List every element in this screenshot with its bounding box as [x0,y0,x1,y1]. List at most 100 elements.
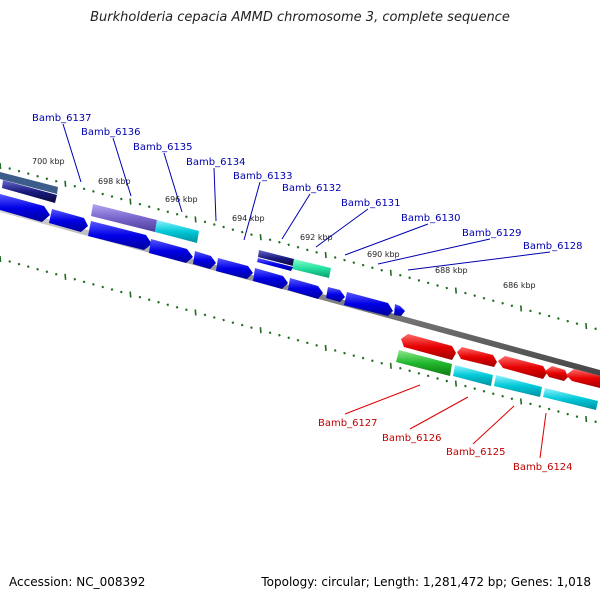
outer-scale-minor-tick [147,205,151,209]
cds-arrow-9[interactable] [326,287,345,302]
inner-scale-minor-tick [222,318,225,322]
gene-label-bamb-6130[interactable]: Bamb_6130 [401,213,461,224]
feature-bamb-6137-navy[interactable] [2,180,57,203]
cds-rev-1[interactable] [401,334,456,360]
outer-scale-major-tick [64,180,67,187]
outer-scale-minor-tick [473,294,477,297]
gene-label-bamb-6125[interactable]: Bamb_6125 [446,447,506,458]
map-title: Burkholderia cepacia AMMD chromosome 3, … [90,10,510,25]
outer-scale-minor-tick [491,299,495,303]
gene-label-bamb-6137[interactable]: Bamb_6137 [32,113,92,124]
outer-scale-minor-tick [8,167,12,170]
kbp-label-694: 694 kbp [232,214,265,223]
cds-arrow-8[interactable] [288,278,323,299]
gene-label-bamb-6127[interactable]: Bamb_6127 [318,418,378,429]
inner-scale-minor-tick [119,290,123,294]
feature-bamb-6126-cyan[interactable] [453,365,493,386]
cds-arrow-4[interactable] [149,239,193,263]
outer-scale-minor-tick [361,263,365,267]
inner-scale-minor-tick [305,341,309,345]
inner-scale-minor-tick [54,272,58,276]
accession-text: Accession: NC_008392 [9,575,146,589]
inner-scale-minor-tick [566,412,570,416]
outer-scale-minor-tick [157,207,160,211]
gene-label-bamb-6129[interactable]: Bamb_6129 [462,228,522,239]
gene-label-bamb-6136[interactable]: Bamb_6136 [81,127,141,138]
feature-bamb-6127-green[interactable] [396,350,452,376]
kbp-label-698: 698 kbp [98,177,131,186]
inner-scale-minor-tick [166,303,170,307]
gene-label-bamb-6134[interactable]: Bamb_6134 [186,157,246,168]
gene-label-bamb-6124[interactable]: Bamb_6124 [513,462,573,473]
inner-scale-minor-tick [547,407,551,411]
cds-arrow-10[interactable] [344,292,393,316]
feature-bamb-6124-cyan[interactable] [543,388,598,410]
kbp-label-700: 700 kbp [32,157,65,166]
inner-scale-minor-tick [240,323,244,327]
inner-scale-major-tick [129,291,132,298]
inner-scale-major-tick [389,362,392,369]
gene-label-bamb-6133[interactable]: Bamb_6133 [233,171,293,182]
outer-scale-major-tick [585,323,588,330]
outer-scale-minor-tick [426,281,430,285]
cds-arrow-1[interactable] [0,194,50,222]
outer-scale-minor-tick [26,172,30,175]
outer-scale-minor-tick [17,169,21,173]
inner-scale-minor-tick [250,326,253,329]
feature-bamb-6136-purple[interactable] [91,204,157,232]
inner-scale-minor-tick [594,420,597,424]
feature-bamb-6125-cyan[interactable] [494,375,542,397]
scale-dots-outer [0,162,597,331]
outer-scale-minor-tick [482,296,486,300]
outer-scale-minor-tick [166,210,170,214]
gene-label-bamb-6131[interactable]: Bamb_6131 [341,198,401,209]
outer-scale-major-tick [454,287,457,294]
inner-scale-minor-tick [203,313,207,317]
inner-scale-minor-tick [268,331,272,335]
kbp-label-692: 692 kbp [300,233,333,242]
outer-scale-minor-tick [408,276,411,280]
feature-bamb-6137-outer[interactable] [0,172,58,194]
inner-scale-minor-tick [464,384,467,388]
inner-scale-minor-tick [426,374,430,378]
cds-arrow-5[interactable] [193,251,216,269]
cds-rev-4[interactable] [545,366,568,381]
cds-arrow-3[interactable] [88,221,152,250]
feature-bamb-6135-cyan[interactable] [155,220,199,243]
outer-scale-minor-tick [417,279,421,282]
gene-label-bamb-6132[interactable]: Bamb_6132 [282,183,342,194]
inner-scale-minor-tick [491,392,495,396]
cds-rev-5[interactable] [566,369,600,388]
outer-scale-minor-tick [315,251,318,254]
feature-bamb-6132-teal[interactable] [292,259,331,278]
inner-scale-minor-tick [212,316,216,319]
cds-arrow-6[interactable] [216,258,253,279]
outer-scale-minor-tick [101,192,105,196]
inner-scale-minor-tick [278,333,281,337]
outer-scale-major-tick [520,305,523,312]
feature-bamb-6133-navy[interactable] [258,250,294,266]
inner-scale-minor-tick [92,283,95,286]
outer-scale-minor-tick [54,179,58,183]
gene-label-bamb-6128[interactable]: Bamb_6128 [523,241,583,252]
cds-arrow-7[interactable] [253,268,288,289]
outer-scale-minor-tick [231,228,235,231]
gene-label-bamb-6135[interactable]: Bamb_6135 [133,142,193,153]
cds-rev-3[interactable] [498,356,547,379]
inner-scale-minor-tick [361,356,365,360]
outer-scale-minor-tick [222,225,225,229]
sequence-stats: Topology: circular; Length: 1,281,472 bp… [261,575,591,589]
outer-scale-minor-tick [352,261,356,264]
cds-arrow-11[interactable] [394,304,405,316]
outer-scale-major-tick [0,162,2,170]
outer-scale-major-tick [129,198,132,205]
outer-scale-minor-tick [110,195,114,198]
feature-blue-under-6133[interactable] [257,258,293,271]
cds-rev-2[interactable] [457,347,497,367]
cds-arrow-2[interactable] [49,209,88,232]
gene-label-bamb-6126[interactable]: Bamb_6126 [382,433,442,444]
inner-scale-minor-tick [138,295,142,299]
inner-scale-minor-tick [510,397,514,401]
feature-track [0,172,600,410]
kbp-label-688: 688 kbp [435,266,468,275]
